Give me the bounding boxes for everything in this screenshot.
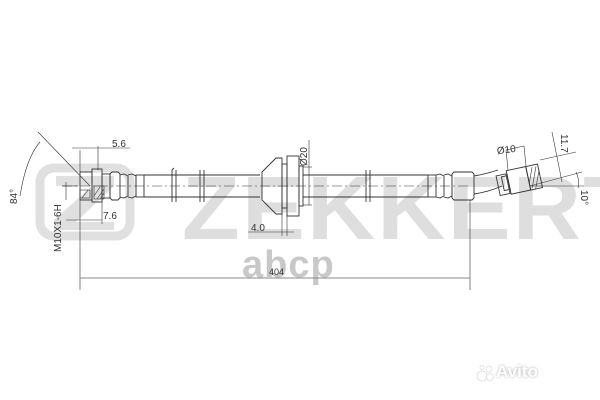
dim-collar-diameter: Ø20 xyxy=(299,147,310,166)
dim-left-fitting-width: 5.6 xyxy=(112,139,126,150)
dim-left-angle: 84° xyxy=(9,188,20,204)
abcp-watermark: abcp xyxy=(242,244,335,286)
dim-left-fitting-offset: 7.6 xyxy=(103,211,117,222)
dim-right-angle: 10° xyxy=(578,190,589,206)
dim-right-length: 11.7 xyxy=(558,134,569,153)
avito-logo-icon xyxy=(476,365,494,382)
avito-watermark: Avito xyxy=(496,362,538,381)
dim-left-thread: M10X1-6H xyxy=(53,204,64,252)
dim-collar-thickness: 4.0 xyxy=(251,223,265,234)
dim-overall-length: 404 xyxy=(269,267,285,277)
